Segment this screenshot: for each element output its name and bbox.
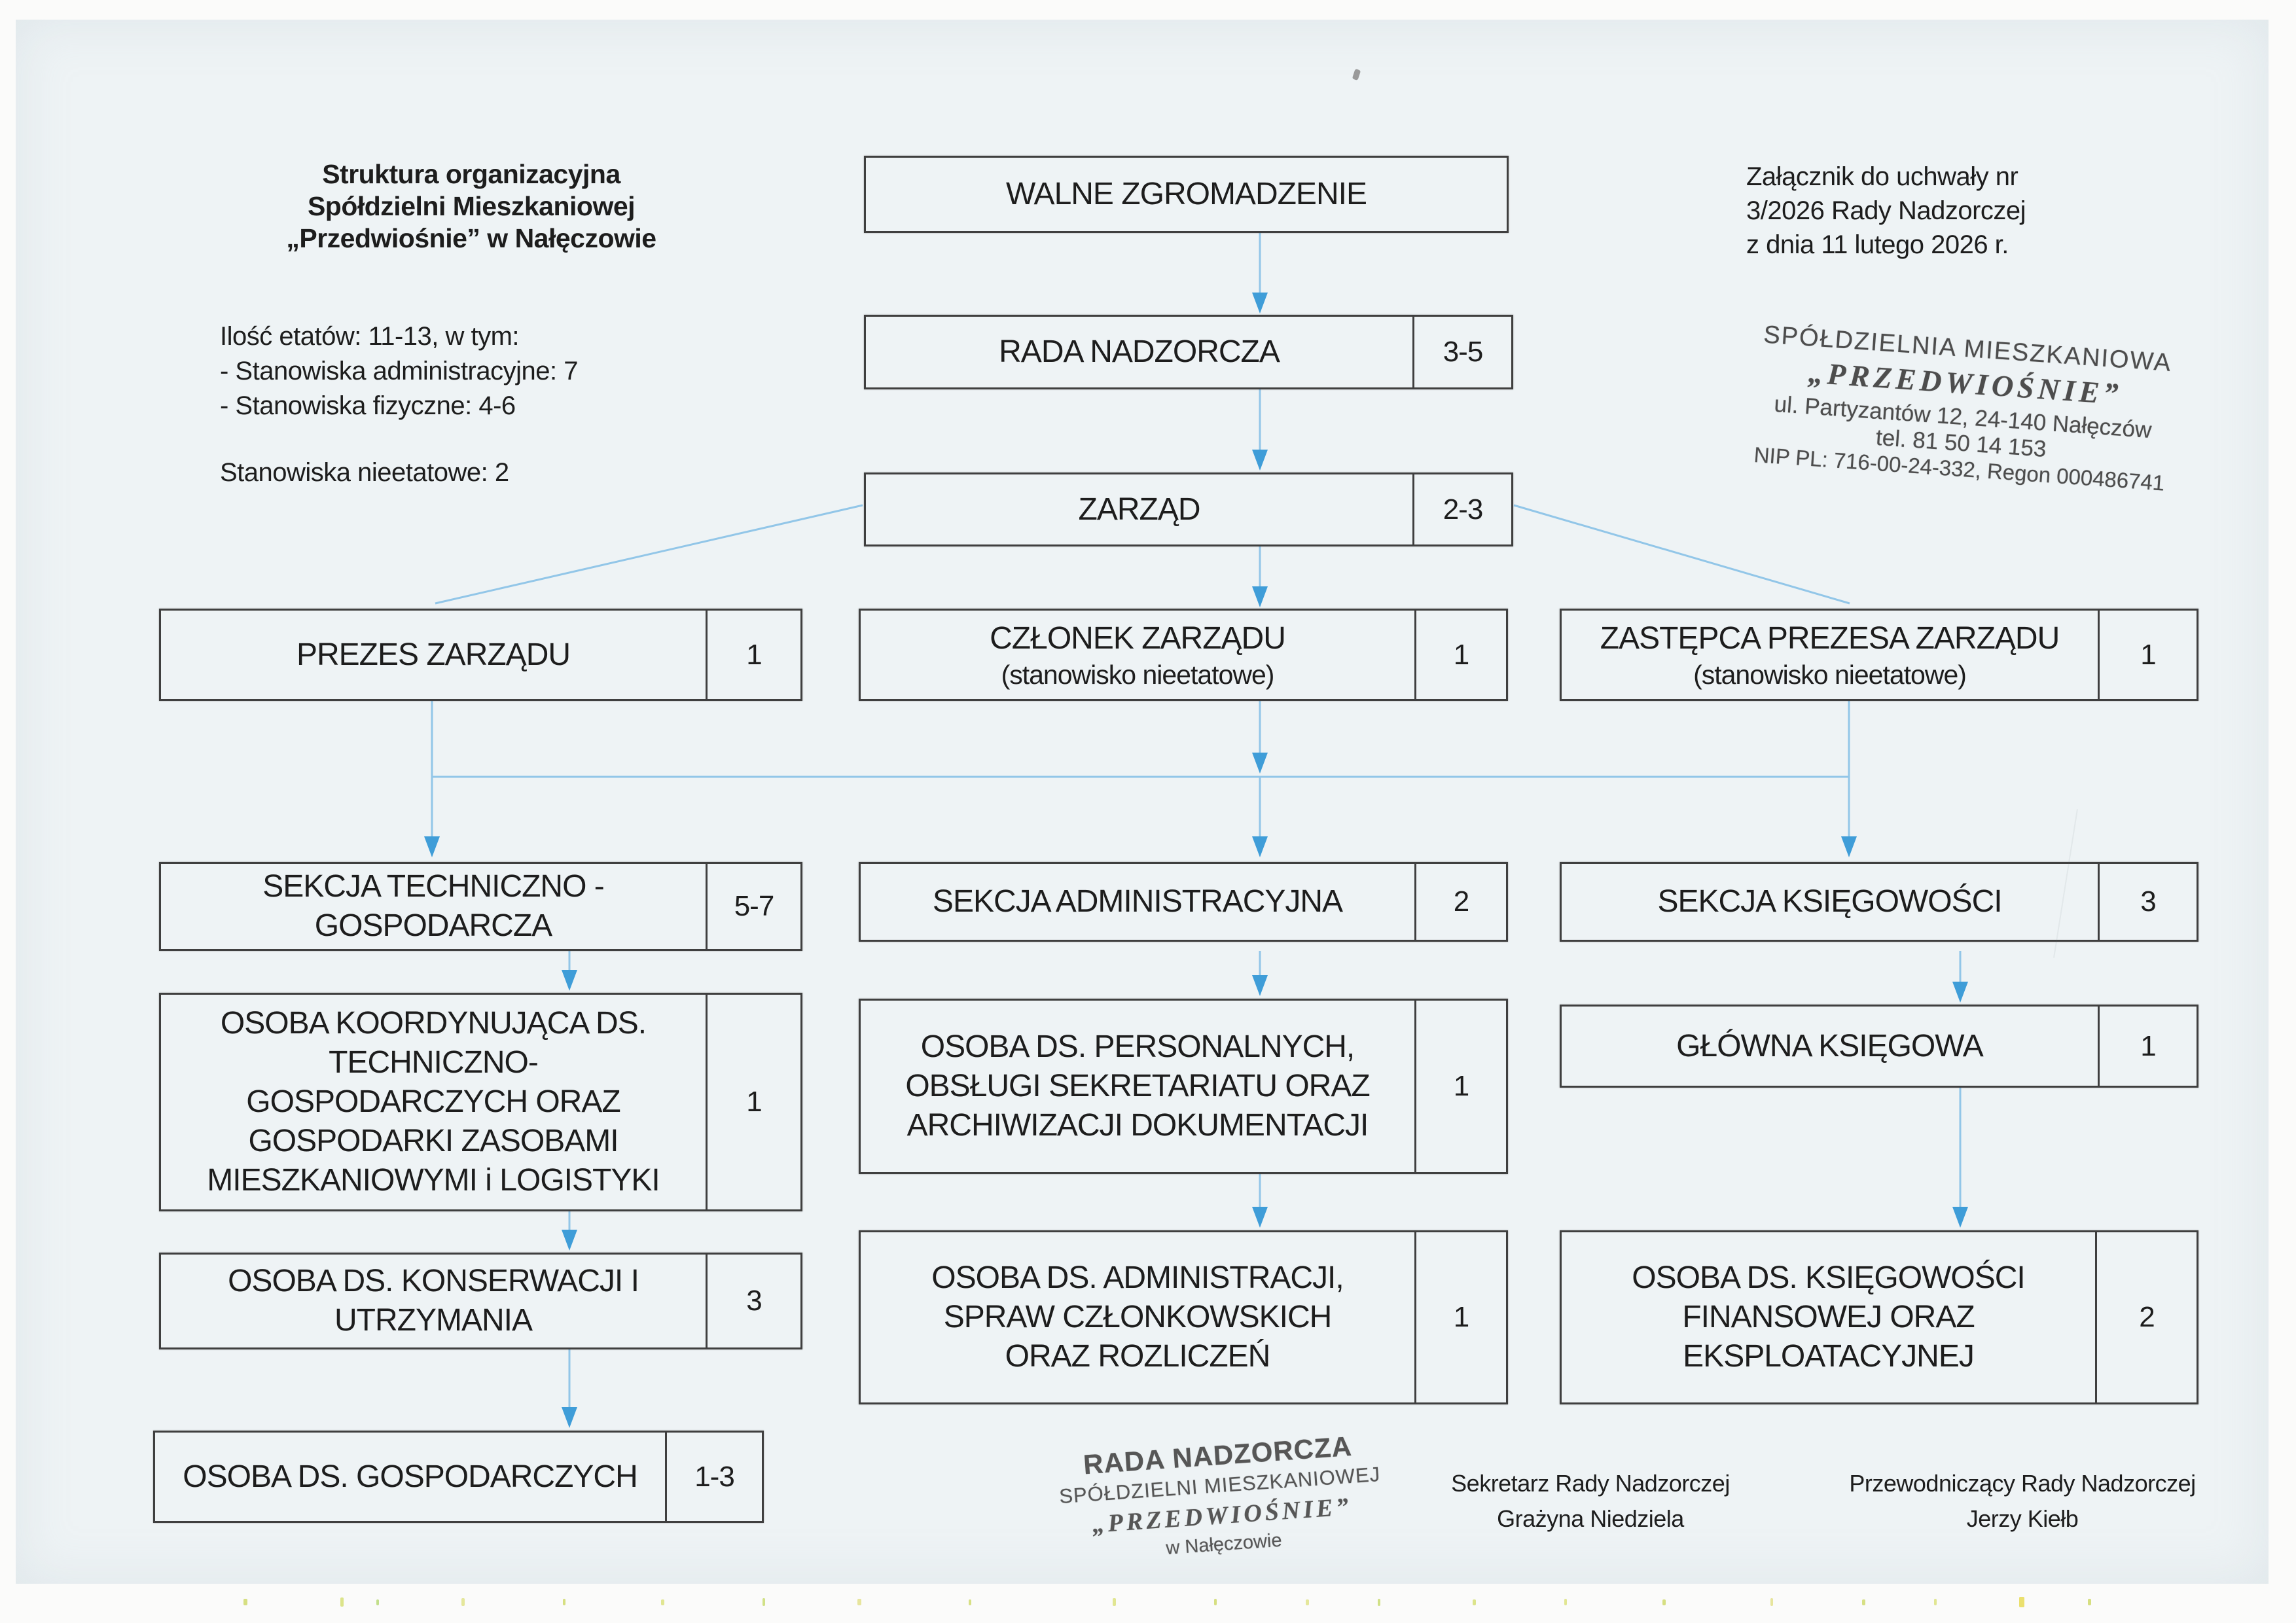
org-box-label: SEKCJA ADMINISTRACYJNA bbox=[932, 884, 1343, 919]
signature-name: Jerzy Kiełb bbox=[1966, 1505, 2079, 1532]
scan-color-dash bbox=[1770, 1598, 1773, 1606]
scan-color-dash bbox=[762, 1598, 765, 1606]
scan-color-dash bbox=[1113, 1598, 1116, 1606]
staffing-extra-note: Stanowiska nieetatowe: 2 bbox=[220, 458, 509, 487]
org-box-osoba-ds-konserwacji: OSOBA DS. KONSERWACJI I UTRZYMANIA 3 bbox=[159, 1253, 802, 1349]
org-box-count: 1-3 bbox=[665, 1433, 762, 1521]
staffing-summary: Ilość etatów: 11-13, w tym: - Stanowiska… bbox=[220, 322, 578, 420]
org-box-label: RADA NADZORCZA bbox=[999, 334, 1280, 369]
org-box-count: 2-3 bbox=[1412, 474, 1511, 544]
scan-color-dash bbox=[1934, 1599, 1937, 1605]
org-box-zastepca-prezesa: ZASTĘPCA PREZESA ZARZĄDU (stanowisko nie… bbox=[1560, 609, 2198, 701]
org-box-label: OSOBA DS. ADMINISTRACJI, SPRAW CZŁONKOWS… bbox=[931, 1260, 1344, 1374]
scan-color-dash bbox=[1214, 1599, 1217, 1605]
org-box-sekcja-techniczno-gospodarcza: SEKCJA TECHNICZNO - GOSPODARCZA 5-7 bbox=[159, 862, 802, 951]
org-box-count: 3-5 bbox=[1412, 317, 1511, 387]
org-box-count: 1 bbox=[1414, 1232, 1506, 1402]
org-box-label: ZARZĄD bbox=[1078, 491, 1201, 527]
org-box-count: 3 bbox=[2098, 864, 2197, 940]
page-title: Struktura organizacyjna Spółdzielni Mies… bbox=[286, 159, 656, 254]
org-box-prezes-zarzadu: PREZES ZARZĄDU 1 bbox=[159, 609, 802, 701]
org-box-osoba-ds-gospodarczych: OSOBA DS. GOSPODARCZYCH 1-3 bbox=[153, 1431, 764, 1523]
org-box-osoba-ds-personalnych: OSOBA DS. PERSONALNYCH, OBSŁUGI SEKRETAR… bbox=[859, 999, 1508, 1174]
scan-color-dash bbox=[376, 1599, 379, 1605]
org-box-count: 1 bbox=[1414, 611, 1506, 699]
scan-color-dash bbox=[461, 1598, 465, 1606]
org-box-osoba-ds-ksiegowosci-finansowej: OSOBA DS. KSIĘGOWOŚCI FINANSOWEJ ORAZ EK… bbox=[1560, 1230, 2198, 1404]
scan-color-dash bbox=[1662, 1599, 1666, 1605]
paper-background bbox=[16, 20, 2269, 1584]
signature-role: Sekretarz Rady Nadzorczej bbox=[1451, 1470, 1730, 1497]
scan-color-dash bbox=[661, 1599, 664, 1605]
org-box-label: OSOBA KOORDYNUJĄCA DS. TECHNICZNO- GOSPO… bbox=[207, 1006, 660, 1198]
org-box-label: GŁÓWNA KSIĘGOWA bbox=[1676, 1028, 1984, 1063]
scan-color-dash bbox=[1862, 1599, 1865, 1605]
scan-color-dash bbox=[969, 1599, 971, 1605]
org-box-glowna-ksiegowa: GŁÓWNA KSIĘGOWA 1 bbox=[1560, 1005, 2198, 1088]
org-box-label: PREZES ZARZĄDU bbox=[296, 637, 571, 672]
org-box-label: SEKCJA KSIĘGOWOŚCI bbox=[1657, 884, 2002, 919]
org-box-sublabel: (stanowisko nieetatowe) bbox=[1001, 660, 1275, 690]
attachment-note: Załącznik do uchwały nr 3/2026 Rady Nadz… bbox=[1746, 162, 2026, 259]
signature-chairman: Przewodniczący Rady Nadzorczej Jerzy Kie… bbox=[1800, 1466, 2245, 1537]
scan-color-dash bbox=[2019, 1597, 2024, 1607]
scan-color-dash bbox=[563, 1599, 565, 1605]
signature-name: Grażyna Niedziela bbox=[1497, 1505, 1684, 1532]
scan-color-dash bbox=[243, 1599, 247, 1605]
org-box-sublabel: (stanowisko nieetatowe) bbox=[1693, 660, 1967, 690]
org-box-walne-zgromadzenie: WALNE ZGROMADZENIE bbox=[864, 156, 1509, 233]
org-box-osoba-koordynujaca: OSOBA KOORDYNUJĄCA DS. TECHNICZNO- GOSPO… bbox=[159, 993, 802, 1211]
org-box-label: OSOBA DS. GOSPODARCZYCH bbox=[183, 1459, 637, 1494]
org-box-label: ZASTĘPCA PREZESA ZARZĄDU bbox=[1600, 621, 2060, 656]
scan-color-dash bbox=[340, 1597, 344, 1607]
org-box-count: 1 bbox=[706, 611, 800, 699]
org-box-osoba-ds-administracji: OSOBA DS. ADMINISTRACJI, SPRAW CZŁONKOWS… bbox=[859, 1230, 1508, 1404]
scan-color-dash bbox=[1564, 1599, 1567, 1605]
org-box-label: OSOBA DS. KSIĘGOWOŚCI FINANSOWEJ ORAZ EK… bbox=[1632, 1260, 2025, 1374]
org-box-count: 1 bbox=[1414, 1001, 1506, 1172]
org-box-label: WALNE ZGROMADZENIE bbox=[1006, 177, 1367, 211]
org-box-count: 1 bbox=[2098, 1007, 2197, 1086]
signature-role: Przewodniczący Rady Nadzorczej bbox=[1849, 1470, 2196, 1497]
scan-color-dash bbox=[857, 1599, 861, 1605]
signature-secretary: Sekretarz Rady Nadzorczej Grażyna Niedzi… bbox=[1401, 1466, 1780, 1537]
org-box-count: 1 bbox=[2098, 611, 2197, 699]
org-box-label: OSOBA DS. PERSONALNYCH, OBSŁUGI SEKRETAR… bbox=[905, 1029, 1370, 1143]
org-box-count: 2 bbox=[2095, 1232, 2197, 1402]
org-box-count: 5-7 bbox=[706, 864, 800, 949]
org-box-zarzad: ZARZĄD 2-3 bbox=[864, 473, 1513, 546]
org-box-sekcja-administracyjna: SEKCJA ADMINISTRACYJNA 2 bbox=[859, 862, 1508, 942]
org-box-label: OSOBA DS. KONSERWACJI I UTRZYMANIA bbox=[228, 1264, 639, 1338]
scan-color-dash bbox=[1473, 1599, 1476, 1605]
org-box-czlonek-zarzadu: CZŁONEK ZARZĄDU (stanowisko nieetatowe) … bbox=[859, 609, 1508, 701]
org-box-count: 3 bbox=[706, 1255, 800, 1347]
org-box-label: CZŁONEK ZARZĄDU bbox=[990, 621, 1286, 656]
scan-color-dash bbox=[1306, 1599, 1309, 1605]
org-box-label: SEKCJA TECHNICZNO - GOSPODARCZA bbox=[262, 869, 605, 943]
scan-color-dash bbox=[1378, 1598, 1380, 1606]
org-box-rada-nadzorcza: RADA NADZORCZA 3-5 bbox=[864, 315, 1513, 389]
org-box-count: 2 bbox=[1414, 864, 1506, 940]
org-box-count: 1 bbox=[706, 995, 800, 1209]
org-box-sekcja-ksiegowosci: SEKCJA KSIĘGOWOŚCI 3 bbox=[1560, 862, 2198, 942]
scan-color-dash bbox=[2088, 1599, 2091, 1605]
